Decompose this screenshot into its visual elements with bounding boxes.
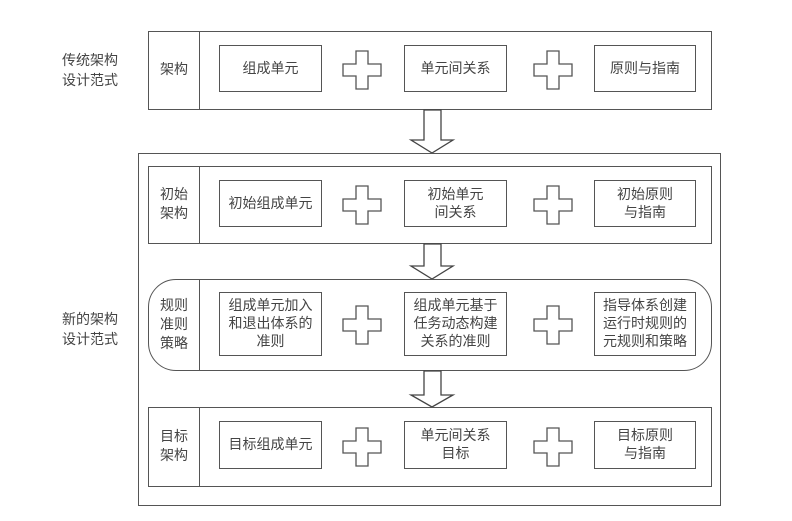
row-label: 初始 架构 bbox=[149, 167, 200, 243]
plus-icon bbox=[533, 305, 573, 345]
cell-principles: 原则与指南 bbox=[594, 45, 696, 92]
initial-architecture-row: 初始 架构 初始组成单元 初始单元 间关系 初始原则 与指南 bbox=[148, 166, 712, 244]
plus-icon bbox=[342, 305, 382, 345]
plus-icon bbox=[342, 50, 382, 90]
cell-initial-principles: 初始原则 与指南 bbox=[594, 180, 696, 227]
new-paradigm-label: 新的架构 设计范式 bbox=[62, 312, 118, 348]
plus-icon bbox=[342, 185, 382, 225]
cell-join-exit-criteria: 组成单元加入 和退出体系的 准则 bbox=[219, 292, 322, 356]
down-arrow-icon bbox=[408, 109, 456, 154]
cell-target-relations: 单元间关系 目标 bbox=[404, 421, 507, 469]
down-arrow-icon bbox=[408, 370, 456, 408]
cell-relations: 单元间关系 bbox=[404, 45, 507, 92]
cell-initial-relations: 初始单元 间关系 bbox=[404, 180, 507, 227]
cell-components: 组成单元 bbox=[219, 45, 322, 92]
plus-icon bbox=[533, 50, 573, 90]
new-paradigm-container bbox=[138, 153, 721, 506]
traditional-architecture-row: 架构 组成单元 单元间关系 原则与指南 bbox=[148, 31, 712, 110]
cell-dynamic-relation-criteria: 组成单元基于 任务动态构建 关系的准则 bbox=[404, 292, 507, 356]
plus-icon bbox=[533, 185, 573, 225]
plus-icon bbox=[533, 427, 573, 467]
target-architecture-row: 目标 架构 目标组成单元 单元间关系 目标 目标原则 与指南 bbox=[148, 407, 712, 487]
down-arrow-icon bbox=[408, 243, 456, 280]
cell-target-principles: 目标原则 与指南 bbox=[594, 421, 696, 469]
row-label: 目标 架构 bbox=[149, 408, 200, 486]
rules-strategy-row: 规则 准则 策略 组成单元加入 和退出体系的 准则 组成单元基于 任务动态构建 … bbox=[148, 279, 712, 371]
plus-icon bbox=[342, 427, 382, 467]
cell-initial-components: 初始组成单元 bbox=[219, 180, 322, 227]
traditional-paradigm-label: 传统架构 设计范式 bbox=[62, 53, 118, 89]
row-label: 规则 准则 策略 bbox=[149, 280, 200, 370]
cell-target-components: 目标组成单元 bbox=[219, 421, 322, 469]
row-label: 架构 bbox=[149, 32, 200, 109]
cell-meta-rules-strategy: 指导体系创建 运行时规则的 元规则和策略 bbox=[594, 292, 696, 356]
